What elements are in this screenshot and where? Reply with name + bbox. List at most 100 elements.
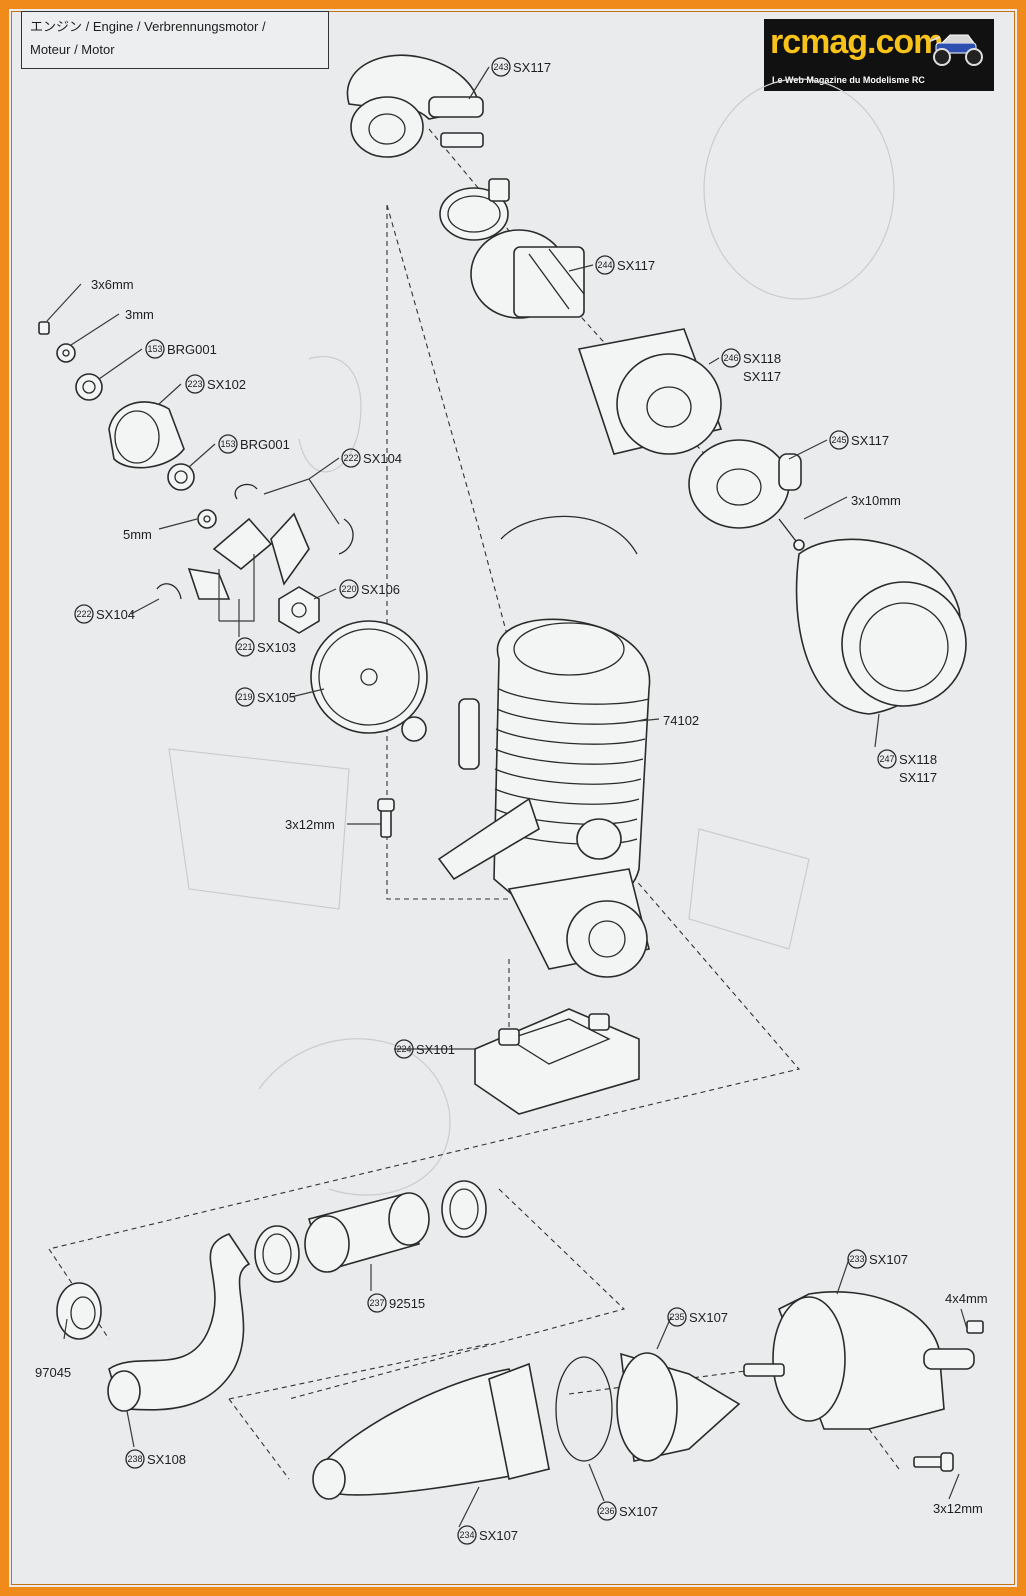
svg-text:244: 244: [597, 260, 612, 270]
svg-text:SX117: SX117: [513, 60, 551, 75]
part-label-153-inner: 153 BRG001: [218, 434, 290, 454]
svg-text:92515: 92515: [389, 1296, 425, 1311]
logo-tagline: Le Web Magazine du Modelisme RC: [772, 75, 925, 85]
clutch-springs: [156, 483, 354, 600]
svg-text:219: 219: [237, 692, 252, 702]
part-label-220: 220 SX106: [339, 579, 400, 599]
part-label-233: 233 SX107: [847, 1249, 908, 1269]
part-label-237: 237 92515: [367, 1293, 425, 1313]
engine-mount: [474, 1008, 640, 1115]
svg-text:223: 223: [187, 379, 202, 389]
clutch-bearing-outer: [75, 373, 103, 401]
svg-text:BRG001: BRG001: [240, 437, 290, 452]
filter-base: [688, 439, 802, 529]
svg-text:SX105: SX105: [257, 690, 296, 705]
svg-text:246: 246: [723, 353, 738, 363]
glow-plug-spring: [500, 515, 638, 555]
part-label-247: 247 SX118 SX117: [877, 749, 937, 785]
svg-text:237: 237: [369, 1298, 384, 1308]
svg-text:SX101: SX101: [416, 1042, 455, 1057]
svg-text:224: 224: [396, 1044, 411, 1054]
label-4x4mm: 4x4mm: [945, 1291, 988, 1306]
svg-text:243: 243: [493, 62, 508, 72]
flywheel: [310, 620, 428, 734]
svg-text:247: 247: [879, 754, 894, 764]
part-label-246: 246 SX118 SX117: [721, 348, 781, 384]
section-title-line-1: エンジン / Engine / Verbrennungsmotor /: [30, 19, 266, 34]
svg-text:235: 235: [669, 1312, 684, 1322]
clutch-screw-3x6: [38, 321, 50, 335]
engine-screw-3x12: [377, 798, 395, 838]
label-3mm: 3mm: [125, 307, 154, 322]
exhaust-header: [107, 1233, 251, 1412]
clutch-bell: [108, 401, 185, 469]
outer-filter-sponge: [795, 538, 967, 715]
washer-3mm: [56, 343, 76, 363]
svg-text:234: 234: [459, 1530, 474, 1540]
clutch-shoes: [187, 512, 310, 600]
part-label-222-upper: 222 SX104: [341, 448, 402, 468]
svg-text:SX104: SX104: [363, 451, 402, 466]
svg-text:BRG001: BRG001: [167, 342, 217, 357]
svg-text:SX107: SX107: [479, 1528, 518, 1543]
svg-text:SX117: SX117: [743, 369, 781, 384]
engine-exploded-diagram: 243 SX117 244 SX117 246 SX118 SX117 245 …: [35, 54, 988, 1545]
pipe-screw-4x4: [966, 1320, 984, 1334]
part-label-236: 236 SX107: [597, 1501, 658, 1521]
engine-74102: [437, 618, 651, 978]
svg-text:SX107: SX107: [869, 1252, 908, 1267]
pipe-rear-canister: [743, 1290, 975, 1430]
label-engine-74102: 74102: [663, 713, 699, 728]
filter-insert: [470, 229, 585, 319]
part-label-153-outer: 153 BRG001: [145, 339, 217, 359]
manifold-gasket-97045: [56, 1282, 102, 1340]
part-label-219: 219 SX105: [235, 687, 296, 707]
leader-lines: [46, 66, 968, 1528]
label-3x12mm-pipe: 3x12mm: [933, 1501, 983, 1516]
tuned-pipe-front: [312, 1362, 551, 1500]
svg-text:SX103: SX103: [257, 640, 296, 655]
washer-5mm: [197, 509, 217, 529]
pipe-screw-3x12: [913, 1452, 954, 1472]
logo-brand-text: rcmag.com: [770, 23, 943, 61]
collet: [401, 716, 427, 742]
part-label-234: 234 SX107: [457, 1525, 518, 1545]
part-label-223: 223 SX102: [185, 374, 246, 394]
label-97045: 97045: [35, 1365, 71, 1380]
label-3x10mm: 3x10mm: [851, 493, 901, 508]
svg-text:SX104: SX104: [96, 607, 135, 622]
silicone-coupler: [304, 1192, 430, 1273]
section-title-line-2: Moteur / Motor: [30, 42, 115, 57]
svg-text:221: 221: [237, 642, 252, 652]
part-label-243: 243 SX117: [491, 57, 551, 77]
svg-text:233: 233: [849, 1254, 864, 1264]
background-ghost-drawings: [168, 78, 895, 1196]
svg-text:222: 222: [343, 453, 358, 463]
part-label-244: 244 SX117: [595, 255, 655, 275]
part-label-224: 224 SX101: [394, 1039, 455, 1059]
svg-text:SX108: SX108: [147, 1452, 186, 1467]
svg-text:238: 238: [127, 1454, 142, 1464]
pipe-cone: [616, 1352, 741, 1462]
svg-text:SX117: SX117: [899, 770, 937, 785]
buggy-icon: [929, 34, 983, 66]
part-label-245: 245 SX117: [829, 430, 889, 450]
part-label-221: 221 SX103: [235, 637, 296, 657]
svg-text:SX117: SX117: [851, 433, 889, 448]
svg-text:222: 222: [76, 609, 91, 619]
svg-text:236: 236: [599, 1506, 614, 1516]
clutch-nut: [278, 586, 320, 634]
air-filter-elbow: [346, 54, 484, 158]
filter-hose-clamp: [439, 178, 510, 241]
label-3x6mm: 3x6mm: [91, 277, 134, 292]
part-label-238: 238 SX108: [125, 1449, 186, 1469]
svg-text:SX117: SX117: [617, 258, 655, 273]
svg-text:SX102: SX102: [207, 377, 246, 392]
coupler-clamps: [254, 1180, 487, 1283]
svg-text:SX107: SX107: [689, 1310, 728, 1325]
svg-text:SX107: SX107: [619, 1504, 658, 1519]
svg-text:SX106: SX106: [361, 582, 400, 597]
svg-text:153: 153: [147, 344, 162, 354]
label-5mm: 5mm: [123, 527, 152, 542]
